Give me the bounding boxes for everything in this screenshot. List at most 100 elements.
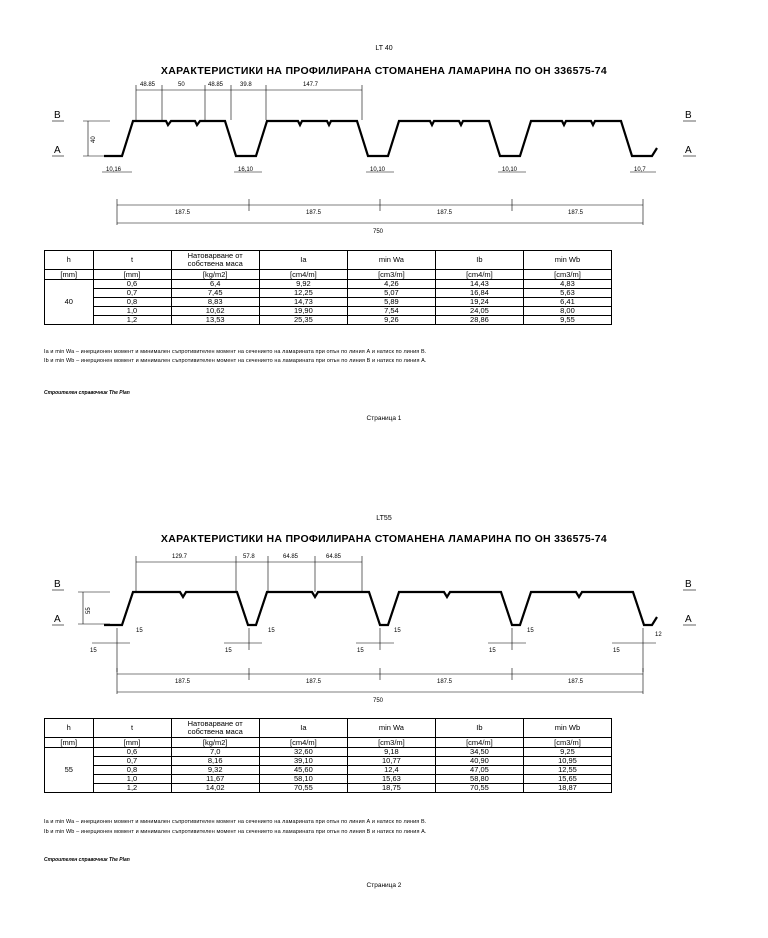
page-number: Страница 1 [366, 415, 402, 422]
cell: 18,75 [346, 783, 436, 793]
line-b-right: B [685, 579, 692, 590]
top-dim-1: 129.7 [172, 554, 188, 560]
cell: 1,2 [92, 783, 172, 793]
line-b-left: B [54, 110, 61, 121]
unit-self-weight: [kg/m2] [170, 269, 260, 280]
page-title: ХАРАКТЕРИСТИКИ НА ПРОФИЛИРАНА СТОМАНЕНА … [160, 65, 608, 77]
properties-table: h t Натоварване от собствена маса Ia min… [44, 250, 613, 325]
bottom-dim-6: 15 [357, 648, 364, 654]
cell: 1,2 [92, 315, 172, 325]
unit-t: [mm] [92, 737, 172, 748]
pitch-dim-1: 187.5 [175, 210, 191, 216]
height-dim: 40 [91, 136, 97, 143]
unit-wa: [cm3/m] [346, 269, 436, 280]
unit-wb: [cm3/m] [522, 269, 613, 280]
col-wb: min Wb [522, 250, 613, 270]
bottom-dim-2: 15 [90, 648, 97, 654]
col-self-weight: Натоварване от собствена маса [170, 718, 260, 738]
col-self-weight: Натоварване от собствена маса [170, 250, 260, 270]
line-a-left: A [54, 145, 61, 156]
col-t: t [92, 718, 172, 738]
cell: 28,86 [434, 315, 524, 325]
pitch-dim-1: 187.5 [175, 679, 191, 685]
cell: 9,55 [522, 315, 613, 325]
unit-t: [mm] [92, 269, 172, 280]
cell: 70,55 [434, 783, 524, 793]
bottom-dim-5: 10,7 [634, 167, 646, 173]
unit-wa: [cm3/m] [346, 737, 436, 748]
unit-ib: [cm4/m] [434, 737, 524, 748]
top-dim-4: 64.85 [326, 554, 342, 560]
col-h: h [44, 718, 94, 738]
col-wa: min Wa [346, 250, 436, 270]
total-dim: 750 [373, 698, 384, 704]
unit-ia: [cm4/m] [258, 737, 348, 748]
col-t: t [92, 250, 172, 270]
col-ib: Ib [434, 718, 524, 738]
cell: 25,35 [258, 315, 348, 325]
total-dim: 750 [373, 229, 384, 235]
bottom-dim-3: 10,10 [370, 167, 386, 173]
note-b: Ib и min Wb – инерционен момент и минима… [44, 358, 427, 364]
col-h: h [44, 250, 94, 270]
note-a: Ia и min Wa – инерционен момент и минима… [44, 349, 427, 355]
unit-ib: [cm4/m] [434, 269, 524, 280]
top-dim-2: 57.8 [243, 554, 255, 560]
top-dim-4: 39.8 [240, 82, 252, 88]
profile-code: LT 40 [375, 45, 393, 52]
page-number: Страница 2 [366, 882, 402, 889]
pitch-dim-4: 187.5 [568, 210, 584, 216]
profile-code: LT55 [376, 515, 392, 522]
col-ia: Ia [258, 718, 348, 738]
note-a: Ia и min Wa – инерционен момент и минима… [44, 819, 427, 825]
cell: 13,53 [170, 315, 260, 325]
unit-ia: [cm4/m] [258, 269, 348, 280]
line-a-right: A [685, 145, 692, 156]
bottom-dim-1: 10,16 [106, 167, 122, 173]
bottom-dim-1: 15 [136, 628, 143, 634]
height-dim: 55 [86, 607, 92, 614]
pitch-dim-3: 187.5 [437, 210, 453, 216]
bottom-dim-7: 15 [527, 628, 534, 634]
bottom-dim-4: 10,10 [502, 167, 518, 173]
unit-self-weight: [kg/m2] [170, 737, 260, 748]
top-dim-1: 48.85 [140, 82, 156, 88]
unit-h: [mm] [44, 737, 94, 748]
bottom-dim-3: 15 [268, 628, 275, 634]
line-a-left: A [54, 614, 61, 625]
top-dim-2: 50 [178, 82, 185, 88]
cell: 14,02 [170, 783, 260, 793]
pitch-dim-2: 187.5 [306, 210, 322, 216]
h-value: 55 [44, 747, 94, 793]
bottom-dim-2: 16,10 [238, 167, 254, 173]
col-ib: Ib [434, 250, 524, 270]
col-wa: min Wa [346, 718, 436, 738]
line-a-right: A [685, 614, 692, 625]
source-label: Строителен справочник The Plan [44, 390, 130, 396]
cell: 9,26 [346, 315, 436, 325]
page-1: LT 40 ХАРАКТЕРИСТИКИ НА ПРОФИЛИРАНА СТОМ… [44, 45, 696, 422]
pitch-dim-4: 187.5 [568, 679, 584, 685]
profile-drawing: 48.85 50 48.85 39.8 147.7 40 10,16 16,10… [52, 82, 696, 235]
bottom-dim-5: 15 [394, 628, 401, 634]
profile-drawing: 129.7 57.8 64.85 64.85 55 15 15 15 15 15… [52, 554, 696, 704]
pitch-dim-2: 187.5 [306, 679, 322, 685]
pitch-dim-3: 187.5 [437, 679, 453, 685]
bottom-dim-9: 15 [613, 648, 620, 654]
bottom-dim-8: 15 [489, 648, 496, 654]
properties-table: h t Натоварване от собствена маса Ia min… [44, 718, 613, 793]
bottom-dim-10: 12 [655, 632, 662, 638]
h-value: 40 [44, 279, 94, 325]
line-b-right: B [685, 110, 692, 121]
note-b: Ib и min Wb – инерционен момент и минима… [44, 829, 427, 835]
cell: 18,87 [522, 783, 613, 793]
source-label: Строителен справочник The Plan [44, 857, 130, 863]
line-b-left: B [54, 579, 61, 590]
page-title: ХАРАКТЕРИСТИКИ НА ПРОФИЛИРАНА СТОМАНЕНА … [160, 533, 608, 545]
col-ia: Ia [258, 250, 348, 270]
bottom-dim-4: 15 [225, 648, 232, 654]
unit-wb: [cm3/m] [522, 737, 613, 748]
unit-h: [mm] [44, 269, 94, 280]
top-dim-3: 48.85 [208, 82, 224, 88]
cell: 70,55 [258, 783, 348, 793]
